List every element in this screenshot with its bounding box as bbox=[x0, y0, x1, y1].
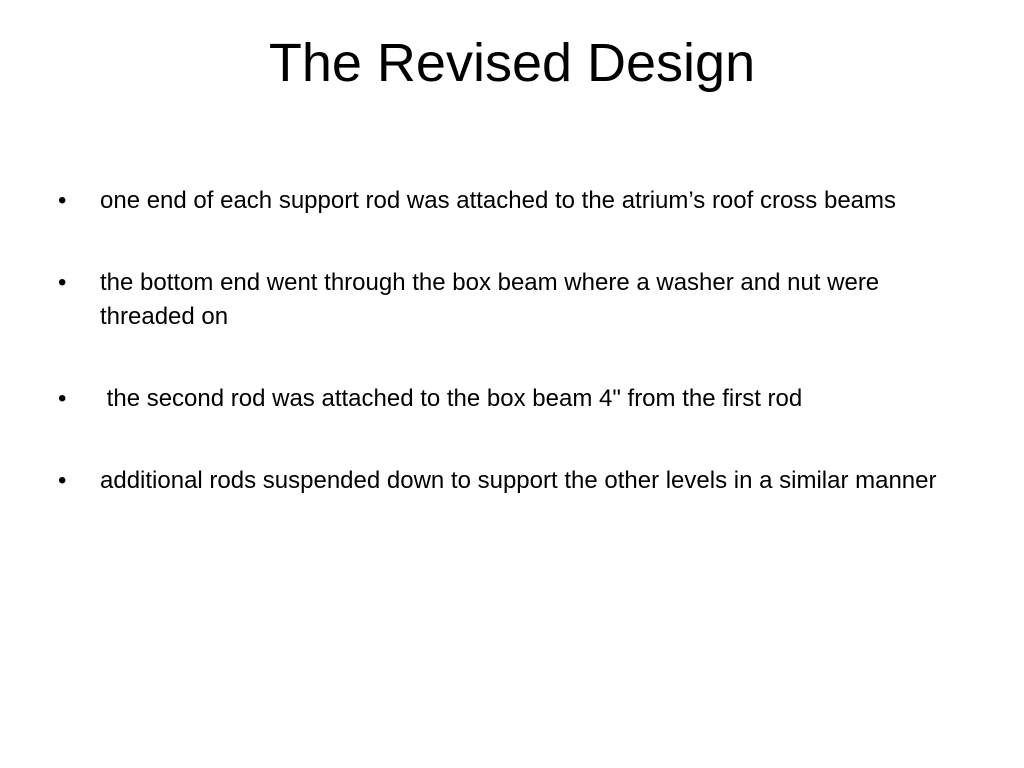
bullet-item: • additional rods suspended down to supp… bbox=[54, 464, 974, 498]
bullet-icon: • bbox=[58, 385, 67, 412]
bullet-item: • the second rod was attached to the box… bbox=[54, 382, 974, 416]
bullet-item: • the bottom end went through the box be… bbox=[54, 266, 974, 334]
bullet-icon: • bbox=[58, 269, 67, 296]
bullet-text: additional rods suspended down to suppor… bbox=[100, 467, 937, 494]
bullet-item: • one end of each support rod was attach… bbox=[54, 184, 974, 218]
bullet-icon: • bbox=[58, 187, 67, 214]
bullet-list: • one end of each support rod was attach… bbox=[54, 184, 974, 546]
slide-title: The Revised Design bbox=[268, 33, 756, 93]
bullet-text: the second rod was attached to the box b… bbox=[100, 385, 803, 412]
bullet-icon: • bbox=[58, 467, 67, 494]
bullet-text: one end of each support rod was attached… bbox=[100, 187, 897, 214]
bullet-text: the bottom end went through the box beam… bbox=[100, 269, 886, 330]
